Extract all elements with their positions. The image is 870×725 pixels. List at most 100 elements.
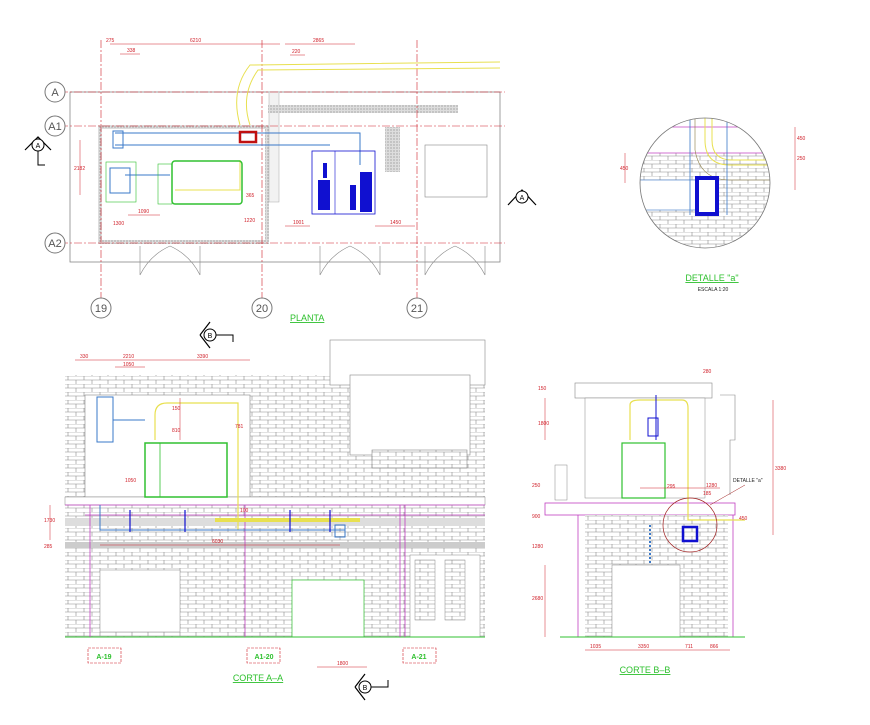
dim-text: 1050 bbox=[123, 362, 134, 368]
svg-text:B: B bbox=[363, 685, 368, 692]
section-marker-a-right: A bbox=[507, 189, 537, 206]
dim-text: 1001 bbox=[293, 220, 304, 226]
dim-text: 1280 bbox=[706, 483, 717, 489]
plan-outline bbox=[69, 91, 501, 263]
svg-text:A: A bbox=[36, 143, 41, 150]
axis-tag-a-19: A-19 bbox=[87, 647, 122, 664]
section-bb-ahu-unit bbox=[621, 442, 666, 499]
dim-text: 250 bbox=[797, 156, 806, 162]
dim-text: 711 bbox=[685, 644, 693, 650]
dim-text: 295 bbox=[667, 484, 676, 490]
grid-bubble-20: 20 bbox=[251, 297, 273, 319]
svg-text:19: 19 bbox=[95, 303, 107, 315]
dim-text: 100 bbox=[240, 508, 249, 514]
dim-text: 6030 bbox=[212, 539, 223, 545]
plan-blue-equipment bbox=[311, 150, 376, 215]
detail-scale: ESCALA 1:20 bbox=[698, 287, 729, 293]
section-bb-title: CORTE B–B bbox=[620, 665, 671, 675]
dim-text: 810 bbox=[172, 428, 181, 434]
svg-text:B: B bbox=[208, 333, 213, 340]
dim-text: 3390 bbox=[197, 354, 208, 360]
grid-bubble-19: 19 bbox=[90, 297, 112, 319]
section-bb-dimension-lines bbox=[544, 398, 774, 651]
plan-ducts bbox=[109, 130, 361, 194]
plan-pipes bbox=[175, 61, 501, 191]
plan-title: PLANTA bbox=[290, 313, 324, 323]
dim-text: 285 bbox=[44, 544, 53, 550]
dim-text: 275 bbox=[106, 38, 115, 44]
dim-text: 3350 bbox=[638, 644, 649, 650]
svg-text:A1: A1 bbox=[48, 121, 61, 133]
svg-text:A-21: A-21 bbox=[411, 654, 426, 661]
dim-text: 1300 bbox=[113, 221, 124, 227]
grid-lines bbox=[60, 40, 505, 300]
grid-bubble-21: 21 bbox=[406, 297, 428, 319]
dim-text: 1035 bbox=[590, 644, 601, 650]
svg-text:A: A bbox=[520, 195, 525, 202]
section-aa-door-opening bbox=[291, 579, 365, 638]
section-marker-b-top: B bbox=[199, 321, 234, 349]
dim-text: 150 bbox=[538, 386, 547, 392]
section-aa-ducts bbox=[96, 396, 346, 538]
dim-text: 330 bbox=[80, 354, 89, 360]
plan-dimension-lines bbox=[79, 43, 415, 227]
section-aa-title: CORTE A–A bbox=[233, 673, 283, 683]
grid-bubble-a1: A1 bbox=[44, 115, 66, 137]
svg-text:A2: A2 bbox=[48, 238, 61, 250]
dim-text: 900 bbox=[532, 514, 541, 520]
axis-tag-a-21: A-21 bbox=[402, 647, 437, 664]
svg-text:A-19: A-19 bbox=[96, 654, 111, 661]
detail-blue-bracket bbox=[695, 176, 719, 216]
dim-text: 1730 bbox=[44, 518, 55, 524]
plan-red-fitting bbox=[238, 130, 258, 144]
section-aa-ahu-unit bbox=[144, 442, 228, 498]
dim-text: 185 bbox=[703, 491, 712, 497]
dim-text: 1450 bbox=[390, 220, 401, 226]
dim-text: 150 bbox=[172, 406, 181, 412]
plan-ahu-unit bbox=[171, 160, 243, 205]
svg-text:21: 21 bbox=[411, 303, 423, 315]
dim-text: 781 bbox=[235, 424, 244, 430]
detail-a-view: 450 450 250 DETALLE "a" ESCALA 1:20 bbox=[620, 117, 806, 293]
room-walls bbox=[98, 125, 269, 244]
svg-text:A: A bbox=[51, 87, 59, 99]
section-aa-magenta-lines bbox=[65, 504, 485, 637]
dim-text: 2680 bbox=[532, 596, 543, 602]
dim-text: 250 bbox=[532, 483, 541, 489]
dim-text: 1090 bbox=[138, 209, 149, 215]
detail-callout-label: DETALLE "a" bbox=[733, 478, 763, 484]
dim-text: 1050 bbox=[125, 478, 136, 484]
dim-text: 6210 bbox=[190, 38, 201, 44]
dim-text: 450 bbox=[620, 166, 629, 172]
dim-text: 280 bbox=[703, 369, 712, 375]
dim-text: 365 bbox=[246, 193, 255, 199]
section-bb-slab bbox=[544, 502, 736, 516]
grid-bubble-a2: A2 bbox=[44, 232, 66, 254]
section-bb-view: DETALLE "a" 150 1800 280 3380 295 1280 1… bbox=[532, 369, 786, 675]
dim-text: 2210 bbox=[123, 354, 134, 360]
grid-bubbles: A A1 A2 19 20 21 bbox=[44, 81, 428, 319]
section-aa-dimension-lines bbox=[49, 359, 367, 668]
svg-text:20: 20 bbox=[256, 303, 268, 315]
dim-text: 220 bbox=[292, 49, 301, 55]
section-bb-pipe bbox=[629, 399, 745, 521]
dim-text: 866 bbox=[710, 644, 719, 650]
plan-view: 275 6210 2865 338 220 2182 1090 1300 100… bbox=[24, 38, 537, 323]
dim-text: 450 bbox=[797, 136, 806, 142]
dim-text: 2182 bbox=[74, 166, 85, 172]
detail-title: DETALLE "a" bbox=[685, 273, 738, 283]
dim-text: 3380 bbox=[775, 466, 786, 472]
plan-dimension-texts: 275 6210 2865 338 220 2182 1090 1300 100… bbox=[74, 38, 401, 227]
grid-bubble-a: A bbox=[44, 81, 66, 103]
svg-text:A1-20: A1-20 bbox=[254, 654, 273, 661]
detail-circle bbox=[639, 117, 771, 249]
plan-corridor-hatch bbox=[268, 105, 458, 113]
dim-text: 1800 bbox=[538, 421, 549, 427]
section-marker-a-left: A bbox=[24, 136, 52, 166]
plan-doors bbox=[139, 245, 486, 276]
dim-text: 450 bbox=[739, 516, 748, 522]
dim-text: 338 bbox=[127, 48, 136, 54]
section-aa-view: 330 2210 3390 1050 1050 150 810 781 1730… bbox=[44, 321, 486, 701]
